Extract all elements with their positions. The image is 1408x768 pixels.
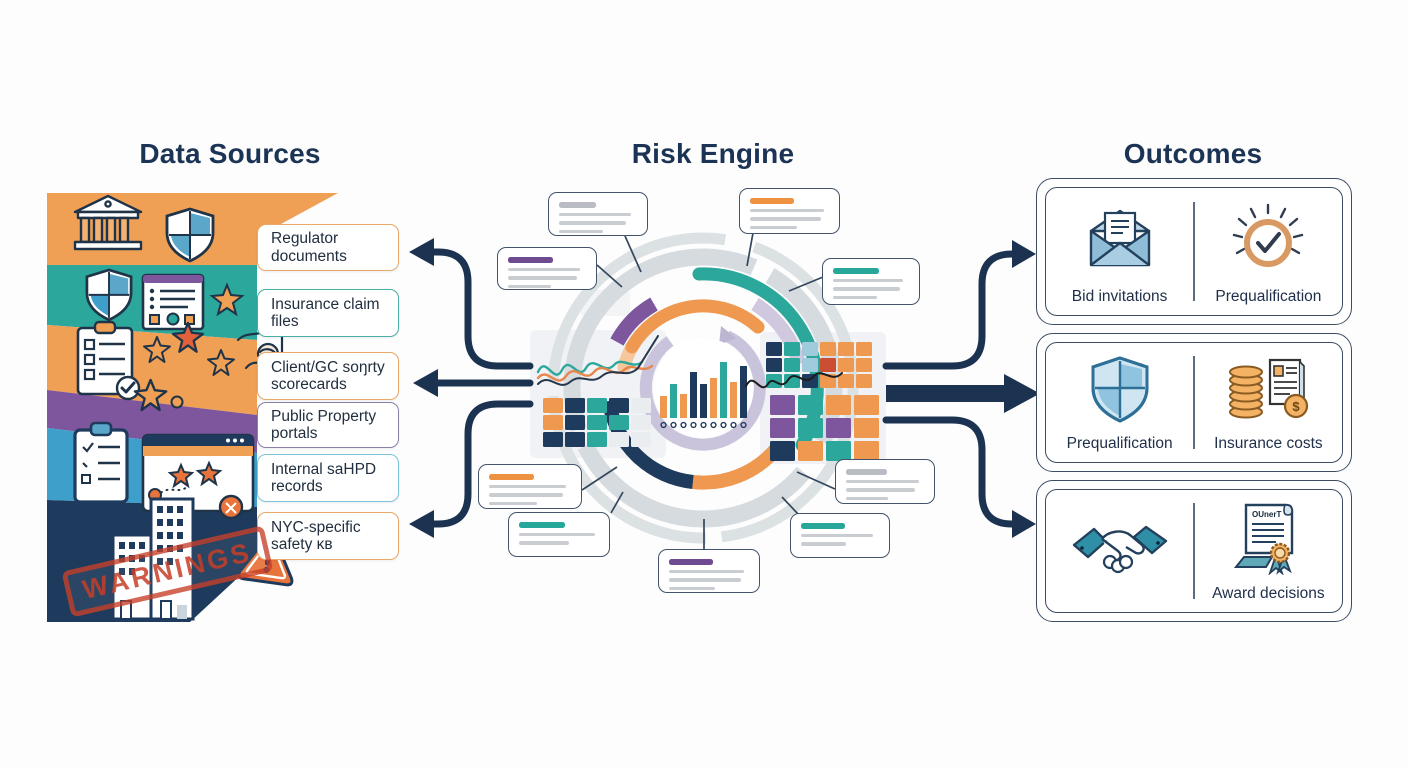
shield-icon	[85, 268, 133, 322]
svg-text:$: $	[1293, 399, 1301, 414]
outcome-prequalification-check: Prequalification	[1195, 188, 1342, 315]
droplet-icon	[170, 395, 184, 409]
divider	[1193, 356, 1195, 449]
callout-accent-line	[669, 559, 713, 565]
divider	[1193, 201, 1195, 302]
star-icon	[209, 282, 245, 317]
callout-accent-line	[750, 198, 795, 204]
backdrop-tile	[530, 330, 666, 458]
source-label-client-gc-scorecards: Client/GC soŋrty scorecards	[257, 352, 399, 400]
orange-arc-faded	[617, 340, 639, 374]
callout-accent-line	[519, 522, 566, 528]
browser-reviews-icon	[141, 433, 255, 520]
source-label-regulator-documents: Regulator documents	[257, 224, 399, 271]
teal-arc	[692, 267, 824, 452]
annotation-callout	[508, 512, 610, 557]
source-label-internal-hpd-records: Internal saHPD records	[257, 454, 399, 502]
backdrop-tile	[580, 290, 630, 316]
right-big-grid	[770, 395, 879, 461]
outcome-handshake	[1046, 490, 1193, 612]
outcome-label: Bid invitations	[1071, 288, 1168, 305]
data-sources-title: Data Sources	[139, 138, 321, 169]
clipboard-check-icon	[76, 320, 141, 401]
purple-arc	[610, 297, 658, 346]
callout-accent-line	[833, 268, 879, 274]
annotation-callout	[739, 188, 840, 234]
left-heatmap	[543, 398, 651, 447]
band-insurance	[47, 265, 257, 340]
source-label-nyc-safety: NYC-specific safety ᴋʙ	[257, 512, 399, 560]
backdrop-tile	[760, 332, 886, 464]
certificate-text: OUnerT	[1252, 510, 1281, 519]
orange-arc-top	[625, 299, 765, 354]
orange-arc-bottom	[692, 444, 782, 490]
callout-connectors	[581, 232, 836, 549]
outcome-insurance-costs: $ Insurance costs	[1195, 343, 1342, 462]
annotation-callout	[548, 192, 648, 236]
inner-ring-arrow	[719, 326, 736, 345]
risk-engine-title: Risk Engine	[631, 138, 795, 169]
clipboard-icon	[73, 421, 129, 504]
center-circle	[653, 338, 753, 438]
inner-ring	[639, 330, 766, 451]
outcome-label: Award decisions	[1212, 585, 1325, 602]
outcome-label: Insurance costs	[1214, 435, 1323, 452]
line-chart	[536, 335, 659, 386]
source-label-insurance-claim-files: Insurance claim files	[257, 289, 399, 337]
callout-accent-line	[801, 523, 845, 529]
checklist-document-icon	[141, 273, 205, 331]
rating-stars-icon	[133, 321, 235, 412]
annotation-callout	[822, 258, 920, 305]
right-small-heatmap	[766, 342, 872, 388]
callout-accent-line	[559, 202, 597, 208]
lavender-arc	[751, 298, 806, 366]
outcome-label: Prequalification	[1066, 435, 1173, 452]
outcome-award-decisions: OUnerT Award decisions	[1195, 490, 1342, 612]
sparkline	[745, 372, 843, 389]
band-scorecards	[47, 325, 257, 415]
annotation-callout	[658, 549, 760, 593]
outcome-box-3: OUnerT Award decisions	[1036, 480, 1352, 622]
center-bar-chart	[660, 362, 747, 429]
shield-icon	[165, 207, 215, 263]
annotation-callout	[790, 513, 890, 558]
callout-accent-line	[508, 257, 554, 263]
callout-accent-line	[846, 469, 887, 475]
source-label-public-property-portals: Public Property portals	[257, 402, 399, 448]
outcome-box-2: Prequalification	[1036, 333, 1352, 472]
arrow-to-outcome-2	[886, 385, 1006, 402]
annotation-callout	[835, 459, 935, 504]
band-portals	[47, 390, 257, 453]
outcome-box-1: Bid invitations Prequalification	[1036, 178, 1352, 325]
navy-arc-bottom	[602, 399, 694, 489]
outcomes-title: Outcomes	[1123, 138, 1263, 169]
divider	[1193, 503, 1195, 599]
outcome-label: Prequalification	[1215, 288, 1322, 305]
bank-icon	[73, 194, 143, 251]
outcome-prequalification-shield: Prequalification	[1046, 343, 1193, 462]
band-records	[47, 428, 257, 507]
annotation-callout	[497, 247, 597, 290]
warnings-stamp: WARNINGS	[61, 525, 274, 618]
annotation-callout	[478, 464, 582, 509]
outcome-bid-invitations: Bid invitations	[1046, 188, 1193, 315]
callout-accent-line	[489, 474, 535, 480]
